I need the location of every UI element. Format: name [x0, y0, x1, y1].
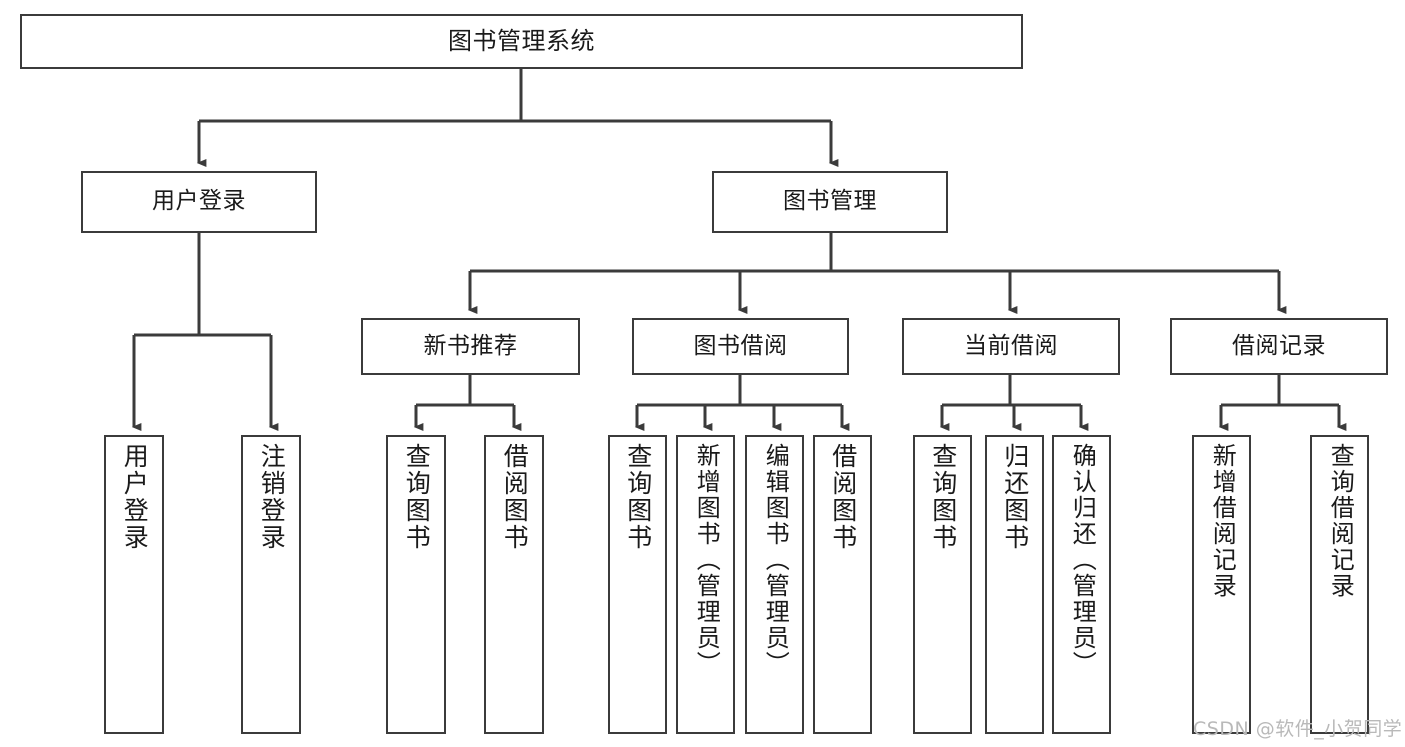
node-book-manage[interactable]: 图书管理 — [712, 171, 948, 233]
node-leaf-borrow-book-2[interactable]: 借阅图书 — [813, 435, 872, 734]
node-leaf-query-book-3-label: 查询图书 — [928, 443, 958, 551]
node-leaf-return-book[interactable]: 归还图书 — [985, 435, 1044, 734]
node-leaf-query-book-1[interactable]: 查询图书 — [386, 435, 446, 734]
node-leaf-query-book-1-label: 查询图书 — [402, 443, 432, 551]
node-user-login-label: 用户登录 — [152, 188, 246, 215]
node-borrow-record-label: 借阅记录 — [1232, 332, 1326, 359]
node-leaf-query-record[interactable]: 查询借阅记录 — [1310, 435, 1369, 734]
node-new-book-rec-label: 新书推荐 — [423, 332, 518, 359]
node-root[interactable]: 图书管理系统 — [20, 14, 1023, 69]
node-user-login[interactable]: 用户登录 — [81, 171, 317, 233]
node-leaf-confirm-return[interactable]: 确认归还（管理员） — [1052, 435, 1111, 734]
node-leaf-borrow-book-1[interactable]: 借阅图书 — [484, 435, 544, 734]
node-leaf-return-book-label: 归还图书 — [1000, 443, 1030, 551]
node-current-borrow-label: 当前借阅 — [964, 332, 1058, 359]
node-new-book-rec[interactable]: 新书推荐 — [361, 318, 580, 375]
node-current-borrow[interactable]: 当前借阅 — [902, 318, 1120, 375]
node-book-borrow[interactable]: 图书借阅 — [632, 318, 849, 375]
node-leaf-edit-book-label: 编辑图书（管理员） — [761, 443, 790, 677]
node-leaf-user-login-label: 用户登录 — [120, 443, 150, 551]
node-leaf-query-book-2[interactable]: 查询图书 — [608, 435, 667, 734]
node-leaf-add-book[interactable]: 新增图书（管理员） — [676, 435, 735, 734]
node-borrow-record[interactable]: 借阅记录 — [1170, 318, 1388, 375]
node-book-manage-label: 图书管理 — [783, 188, 877, 215]
node-root-label: 图书管理系统 — [448, 27, 595, 56]
node-leaf-confirm-return-label: 确认归还（管理员） — [1068, 443, 1097, 677]
node-leaf-logout[interactable]: 注销登录 — [241, 435, 301, 734]
node-leaf-add-record-label: 新增借阅记录 — [1208, 443, 1237, 599]
node-leaf-query-record-label: 查询借阅记录 — [1326, 443, 1355, 599]
watermark: CSDN @软件_小贺同学 — [1193, 718, 1403, 740]
node-book-borrow-label: 图书借阅 — [693, 332, 788, 359]
node-leaf-query-book-3[interactable]: 查询图书 — [913, 435, 972, 734]
node-leaf-borrow-book-1-label: 借阅图书 — [500, 443, 530, 551]
node-leaf-query-book-2-label: 查询图书 — [623, 443, 653, 551]
node-leaf-add-record[interactable]: 新增借阅记录 — [1192, 435, 1251, 734]
node-leaf-edit-book[interactable]: 编辑图书（管理员） — [745, 435, 804, 734]
node-leaf-add-book-label: 新增图书（管理员） — [692, 443, 721, 677]
node-leaf-logout-label: 注销登录 — [257, 443, 287, 551]
node-leaf-borrow-book-2-label: 借阅图书 — [828, 443, 858, 551]
node-leaf-user-login[interactable]: 用户登录 — [104, 435, 164, 734]
